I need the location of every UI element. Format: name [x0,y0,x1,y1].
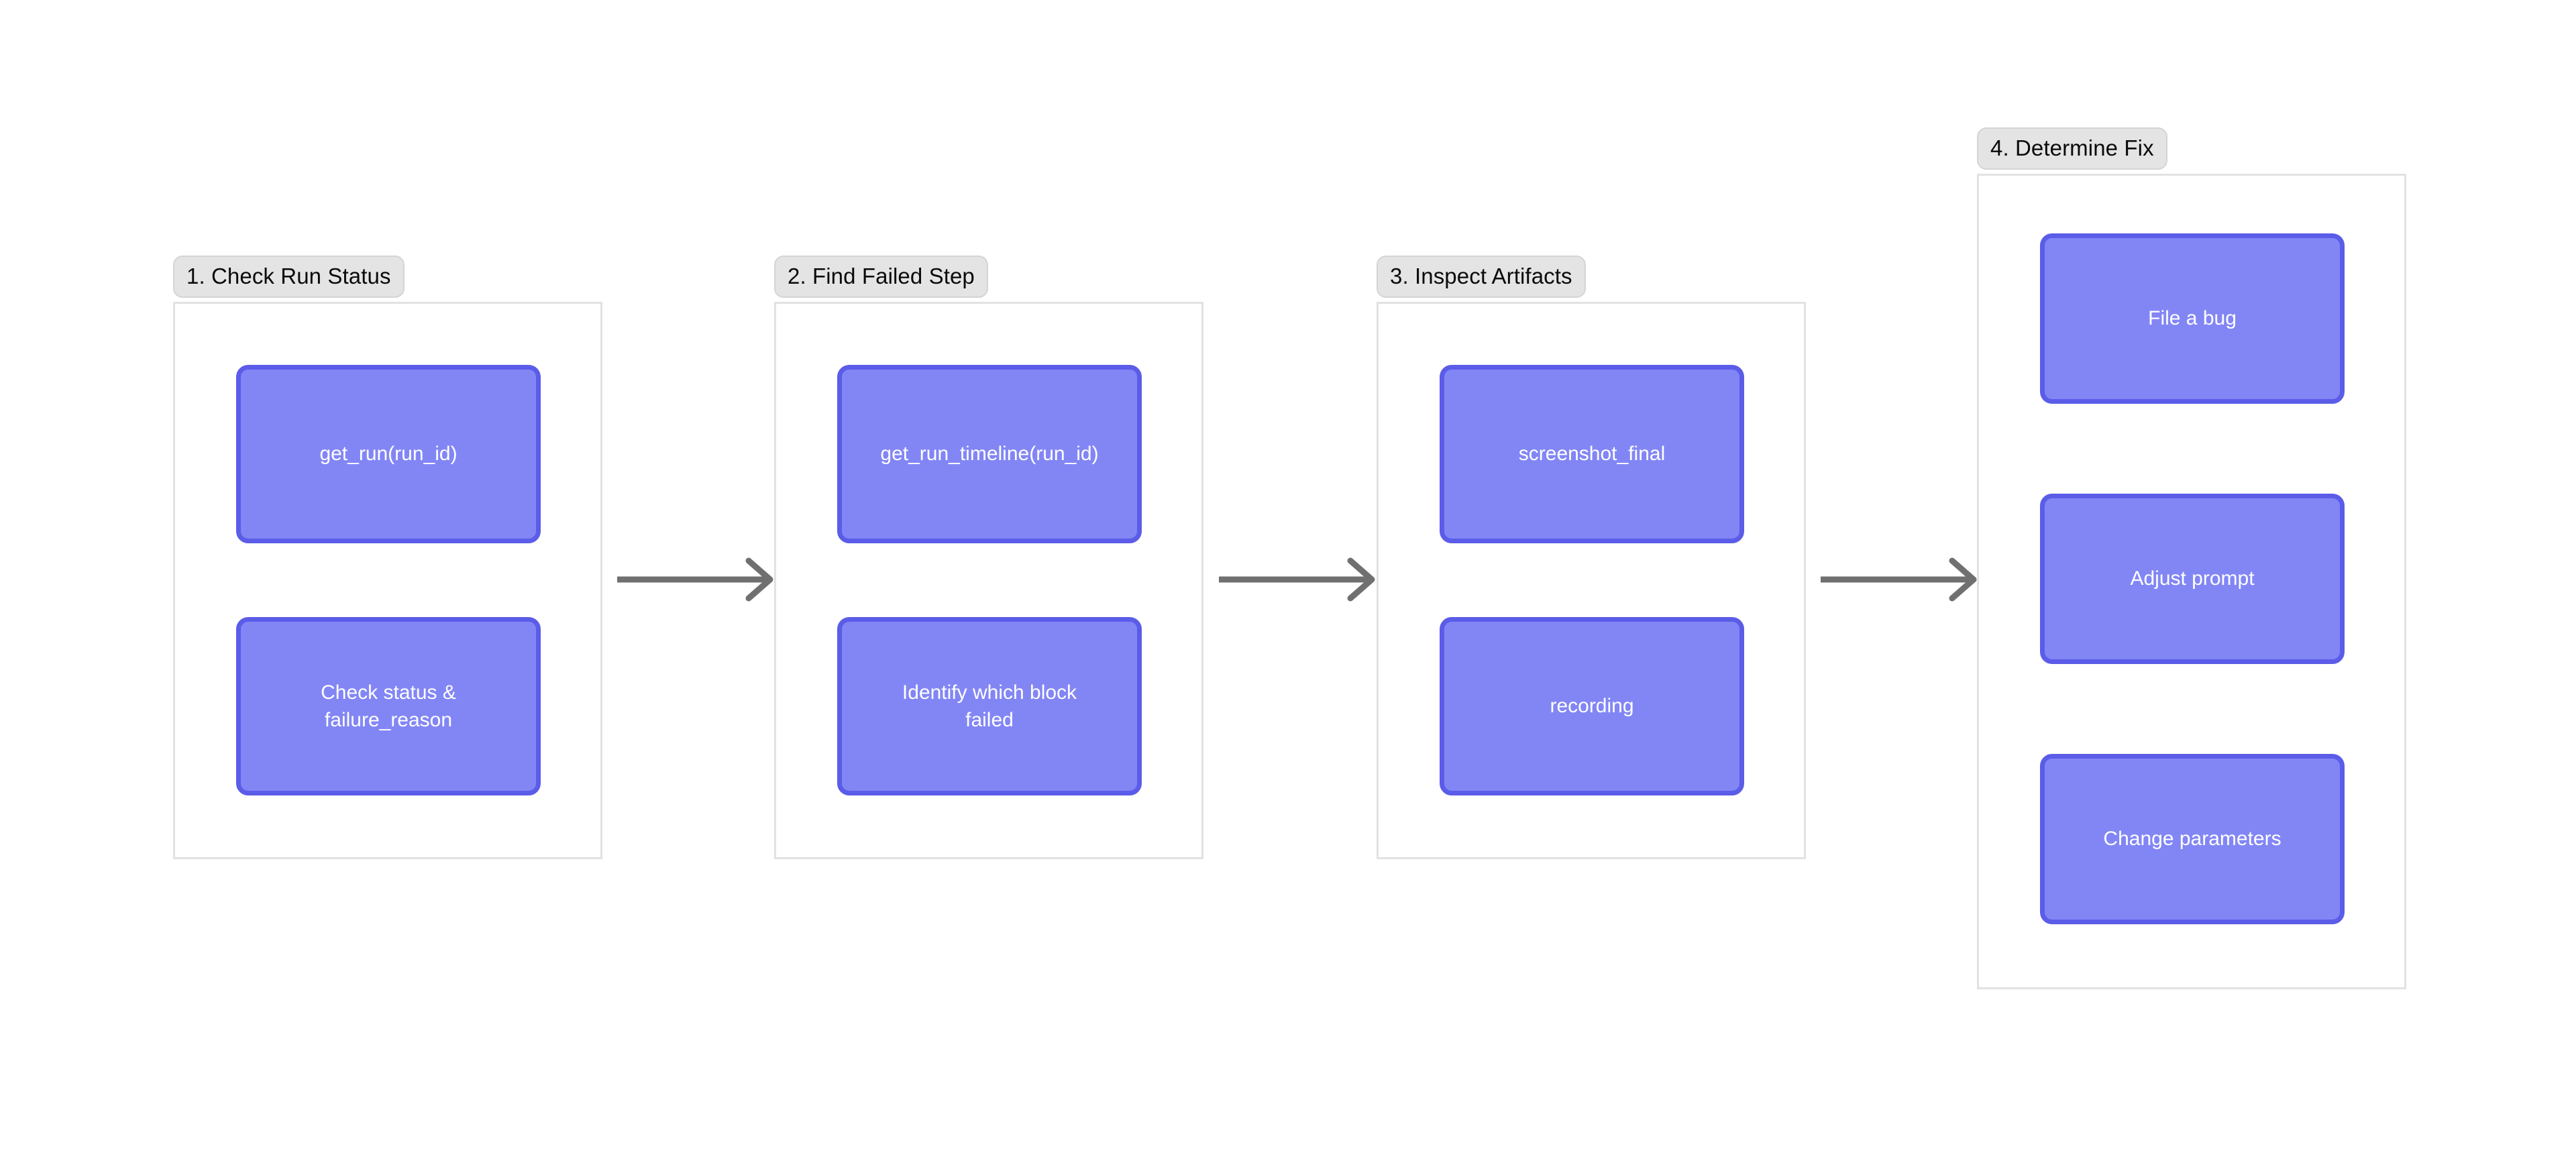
node-get-run-timeline[interactable]: get_run_timeline(run_id) [837,365,1142,543]
cluster-inspect-artifacts: 3. Inspect Artifacts screenshot_final re… [1377,256,1806,859]
node-identify-failed-block[interactable]: Identify which block failed [837,617,1142,795]
cluster-check-run-status: 1. Check Run Status get_run(run_id) Chec… [173,256,602,859]
node-file-a-bug[interactable]: File a bug [2040,233,2345,404]
node-check-status[interactable]: Check status & failure_reason [236,617,541,795]
cluster-label-check-run-status: 1. Check Run Status [173,256,405,298]
node-change-parameters[interactable]: Change parameters [2040,754,2345,924]
cluster-label-inspect-artifacts: 3. Inspect Artifacts [1377,256,1586,298]
arrow-group2-to-group3 [1219,553,1387,606]
node-get-run[interactable]: get_run(run_id) [236,365,541,543]
arrow-group3-to-group4 [1821,553,1988,606]
node-screenshot-final[interactable]: screenshot_final [1440,365,1744,543]
arrow-group1-to-group2 [617,553,785,606]
cluster-determine-fix: 4. Determine Fix File a bug Adjust promp… [1977,127,2406,989]
node-recording[interactable]: recording [1440,617,1744,795]
node-adjust-prompt[interactable]: Adjust prompt [2040,494,2345,664]
cluster-find-failed-step: 2. Find Failed Step get_run_timeline(run… [774,256,1203,859]
cluster-label-find-failed-step: 2. Find Failed Step [774,256,988,298]
cluster-label-determine-fix: 4. Determine Fix [1977,127,2167,170]
